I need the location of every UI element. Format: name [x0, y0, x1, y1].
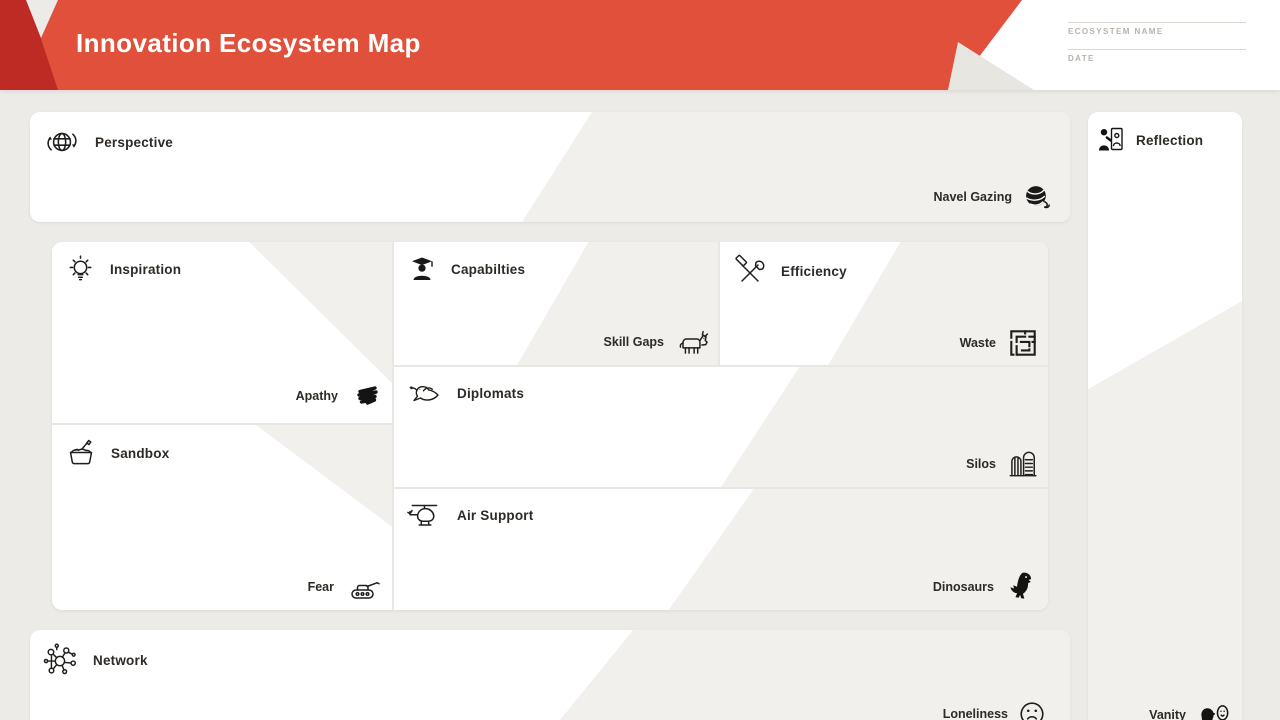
section-label: Reflection: [1136, 132, 1204, 148]
face-mirror-icon: [1196, 701, 1230, 720]
section-label: Perspective: [95, 134, 173, 150]
cell-sandbox: Sandbox Fear: [52, 425, 392, 610]
mirror-person-icon: [1096, 124, 1126, 156]
card-network: Network Loneliness: [30, 630, 1070, 720]
cell-diplomats: Diplomats Silos: [394, 367, 1048, 487]
ecosystem-name-input[interactable]: [1068, 22, 1246, 27]
cell-capabilties: Capabilties Skill Gaps: [394, 242, 718, 365]
header-corner-triangle: [948, 42, 1034, 90]
negative-label: Skill Gaps: [603, 335, 664, 349]
header: Innovation Ecosystem Map ECOSYSTEM NAME …: [0, 0, 1280, 90]
section-label: Air Support: [457, 507, 534, 523]
section-label: Capabilties: [451, 261, 526, 277]
donkey-icon: [674, 325, 710, 359]
section-label: Diplomats: [457, 385, 525, 401]
negative-label: Apathy: [295, 389, 338, 403]
scribble-icon: [348, 381, 384, 411]
hammer-wrench-icon: [732, 253, 768, 289]
middle-grid: Inspiration Apathy: [52, 242, 1048, 610]
tank-icon: [344, 573, 382, 601]
maze-icon: [1006, 326, 1040, 360]
section-label: Network: [93, 652, 148, 668]
section-label: Sandbox: [111, 445, 170, 461]
diagonal-decoration: [1088, 301, 1242, 720]
helicopter-icon: [406, 500, 444, 530]
section-label: Efficiency: [781, 263, 847, 279]
cell-air-support: Air Support Dinosaurs: [394, 489, 1048, 610]
card-reflection: Reflection Vanity: [1088, 112, 1242, 720]
cell-inspiration: Inspiration Apathy: [52, 242, 392, 423]
negative-label: Dinosaurs: [932, 580, 994, 594]
section-label: Inspiration: [110, 262, 182, 277]
diagonal-decoration: [522, 112, 1070, 222]
date-field: DATE: [1068, 49, 1246, 63]
globe-orbit-icon: [42, 122, 82, 162]
network-nodes-icon: [42, 641, 80, 679]
lightbulb-icon: [64, 253, 97, 286]
yarn-ball-icon: [1022, 182, 1052, 212]
sad-face-icon: [1018, 700, 1046, 720]
date-input[interactable]: [1068, 49, 1246, 54]
ecosystem-name-field: ECOSYSTEM NAME: [1068, 22, 1246, 36]
negative-label: Loneliness: [942, 707, 1008, 720]
dinosaur-icon: [1004, 569, 1036, 605]
silo-icon: [1006, 447, 1038, 481]
header-fields: ECOSYSTEM NAME DATE: [1068, 22, 1246, 76]
negative-label: Silos: [966, 457, 996, 471]
negative-label: Fear: [307, 580, 334, 594]
graduate-icon: [406, 253, 438, 285]
card-perspective: Perspective Navel Gazing: [30, 112, 1070, 222]
negative-label: Navel Gazing: [933, 190, 1013, 204]
diagonal-decoration: [539, 630, 1070, 720]
negative-label: Waste: [959, 336, 996, 350]
page-title: Innovation Ecosystem Map: [76, 28, 421, 58]
header-banner: [0, 0, 1022, 90]
negative-label: Vanity: [1149, 708, 1186, 720]
cell-efficiency: Efficiency Waste: [720, 242, 1048, 365]
ecosystem-name-label: ECOSYSTEM NAME: [1068, 27, 1164, 36]
date-label: DATE: [1068, 54, 1095, 63]
sandbox-icon: [64, 437, 98, 469]
dove-icon: [406, 378, 444, 408]
